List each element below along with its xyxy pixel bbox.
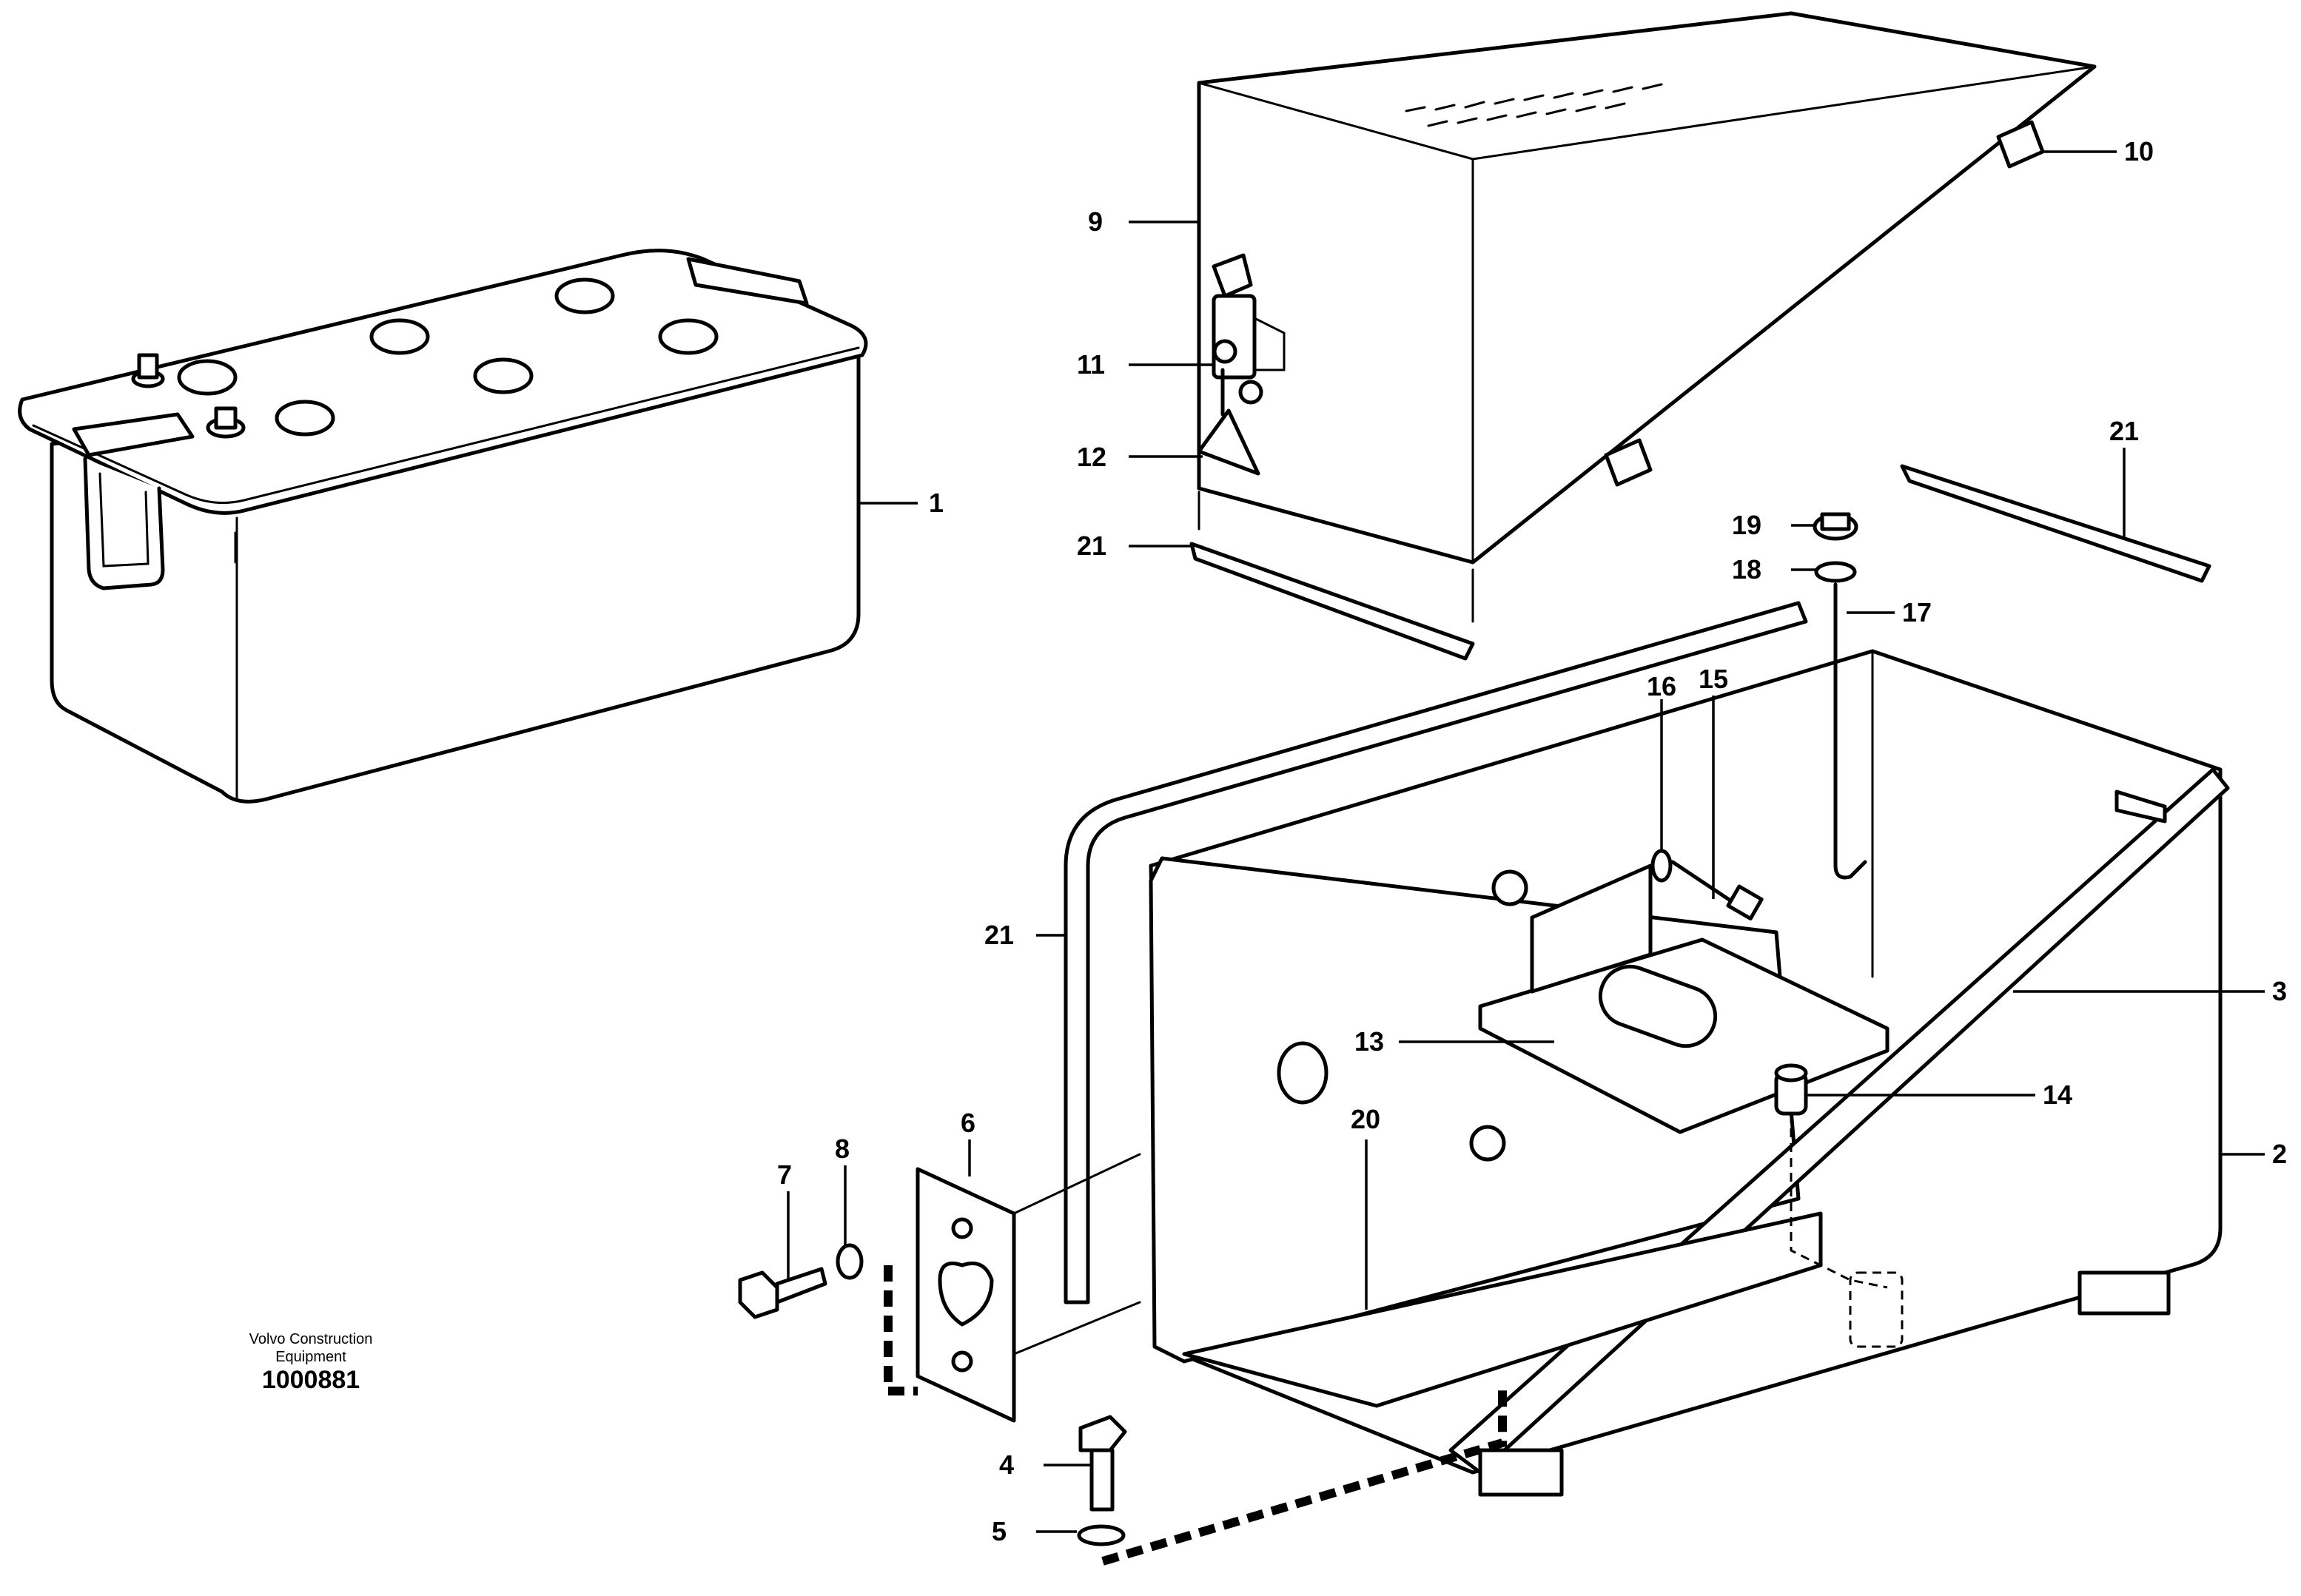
caption-company-line2: Equipment: [275, 1349, 346, 1365]
washer-5: [1077, 1524, 1126, 1546]
leader-lines: [787, 150, 2265, 1533]
battery-box-cover: [1189, 11, 2097, 661]
caption-company-line1: Volvo Construction: [249, 1331, 373, 1347]
callout-2: 2: [2272, 1139, 2287, 1169]
callout-17: 17: [1902, 597, 1932, 627]
callout-8: 8: [835, 1134, 850, 1164]
callout-19: 19: [1732, 510, 1761, 540]
dashed-path-4: [1101, 1384, 1507, 1566]
callout-numbers: 1 2 3 4 5 6 7 8 9 10 11 12 13 14 15 16 1…: [777, 136, 2287, 1546]
callout-7: 7: [777, 1159, 792, 1190]
bolt-15-16: [1650, 849, 1764, 920]
spacer-14: [1774, 1063, 1904, 1348]
callout-12: 12: [1077, 442, 1106, 472]
dashed-path-6: [884, 1265, 918, 1395]
bolt-7: [738, 1267, 827, 1319]
callout-14: 14: [2043, 1080, 2072, 1110]
callout-6: 6: [961, 1108, 975, 1138]
strip-right: [1900, 464, 2211, 583]
callout-3: 3: [2272, 976, 2287, 1006]
callout-21-box: 21: [984, 920, 1014, 950]
callout-13: 13: [1354, 1026, 1384, 1057]
callout-9: 9: [1088, 206, 1103, 237]
callout-11: 11: [1077, 349, 1105, 380]
callout-21-cover: 21: [1077, 531, 1106, 561]
callout-10: 10: [2124, 136, 2154, 166]
battery-terminals: [131, 353, 246, 439]
hinge-pins: [1604, 120, 2045, 487]
latch: [1197, 253, 1286, 476]
callout-20: 20: [1351, 1104, 1380, 1134]
caption-block: Volvo Construction Equipment 1000881: [222, 1330, 400, 1395]
vent-slots: [1405, 83, 1663, 127]
bolt-4: [1078, 1415, 1127, 1512]
drawing-number: 1000881: [261, 1366, 360, 1394]
battery-cell-caps: [177, 277, 719, 437]
callout-4: 4: [999, 1449, 1014, 1480]
callout-15: 15: [1699, 664, 1728, 694]
battery: [18, 249, 868, 804]
plate-6: [916, 1167, 1016, 1423]
washer-8: [836, 1243, 864, 1280]
callout-1: 1: [929, 488, 944, 518]
rod-17: [1813, 512, 1867, 880]
callout-21-right: 21: [2109, 416, 2139, 446]
callout-5: 5: [992, 1516, 1007, 1546]
rubber-strip-bent: [1064, 601, 1808, 1304]
callout-16: 16: [1647, 671, 1676, 701]
callout-18: 18: [1732, 554, 1761, 585]
